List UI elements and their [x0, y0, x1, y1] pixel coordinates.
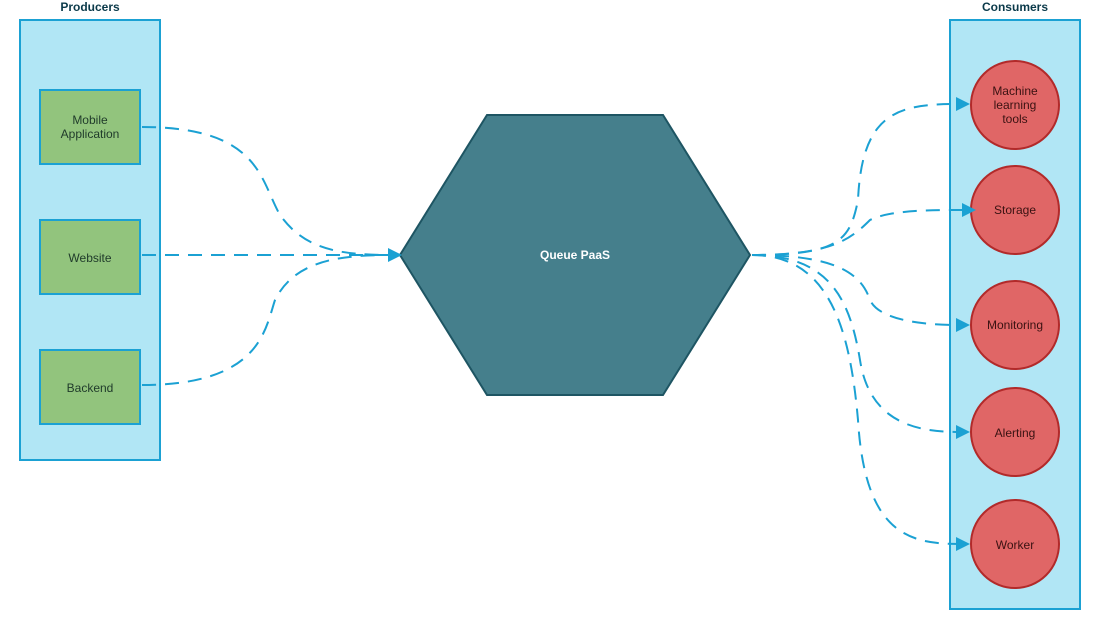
hub-label: Queue PaaS [540, 248, 610, 262]
consumer-label: Alerting [995, 426, 1036, 440]
label-line: Mobile [72, 113, 108, 127]
consumer-monitoring[interactable]: Monitoring [970, 280, 1060, 370]
consumer-circle [970, 499, 1060, 589]
arrowhead-icon [956, 537, 970, 551]
queue-paas-hub[interactable]: Queue PaaS [398, 114, 752, 396]
producer-box [39, 219, 141, 295]
edge-queue-to-machine-learning [751, 103, 961, 256]
consumer-circle [970, 387, 1060, 477]
label-line: learning [994, 98, 1037, 112]
arrowhead-icon [956, 97, 970, 111]
producer-box [39, 89, 141, 165]
edge-queue-to-alerting [751, 254, 961, 433]
label-line: Application [61, 127, 120, 141]
consumer-label: Monitoring [987, 318, 1043, 332]
edge-queue-to-storage [751, 209, 967, 256]
arrowhead-icon [956, 318, 970, 332]
arrowhead-icon [956, 425, 970, 439]
edge-backend-to-queue [141, 254, 393, 386]
consumer-circle [970, 60, 1060, 150]
producer-website[interactable]: Website [39, 219, 141, 295]
edge-mobile-to-queue [141, 126, 393, 256]
label-line: Machine [992, 84, 1038, 98]
edge-queue-to-monitoring [751, 254, 961, 326]
producer-label: Backend [67, 381, 114, 395]
label-line: tools [1002, 112, 1027, 126]
producers-title: Producers [60, 0, 120, 14]
producer-edges [141, 126, 402, 386]
consumer-label: Storage [994, 203, 1036, 217]
consumer-label: Worker [996, 538, 1034, 552]
consumer-storage[interactable]: Storage [970, 165, 1060, 255]
consumer-edges [751, 97, 976, 551]
producer-box [39, 349, 141, 425]
arrowhead-icon [388, 248, 402, 262]
consumer-circle [970, 280, 1060, 370]
arrowhead-icon [962, 203, 976, 217]
consumer-alerting[interactable]: Alerting [970, 387, 1060, 477]
edge-queue-to-worker [751, 254, 961, 545]
producer-label: Website [68, 251, 111, 265]
producer-backend[interactable]: Backend [39, 349, 141, 425]
consumer-worker[interactable]: Worker [970, 499, 1060, 589]
consumers-title: Consumers [982, 0, 1048, 14]
